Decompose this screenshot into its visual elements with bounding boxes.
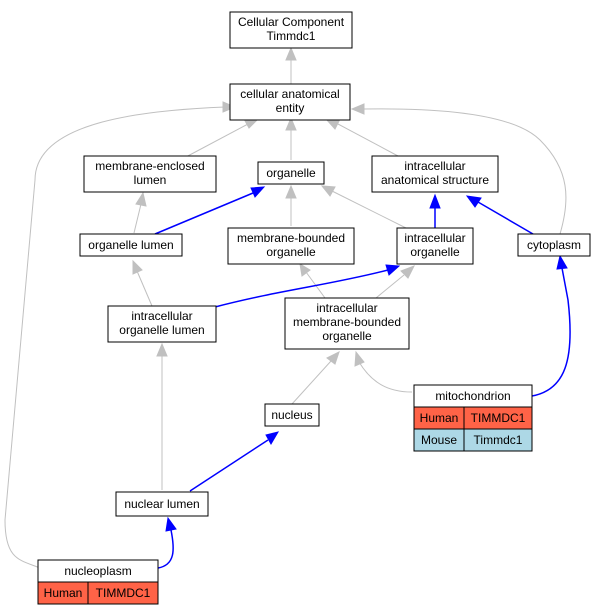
node-line: intracellular [131, 309, 192, 323]
node-cytoplasm[interactable]: cytoplasm [517, 233, 591, 257]
node-line: organelle lumen [119, 323, 204, 337]
node-nucleus[interactable]: nucleus [264, 403, 320, 427]
species-label: Human [420, 411, 459, 425]
edge-membrane-enclosed-lumen-to-cellular-anatomical-entity [183, 118, 260, 159]
node-line: organelle lumen [88, 238, 173, 252]
edge-organelle-to-cellular-anatomical-entity [285, 116, 297, 160]
node-line: Cellular Component [238, 15, 345, 29]
node-line: nuclear lumen [124, 497, 199, 511]
gene-cell-human: TIMMDC1 [463, 406, 533, 430]
species-cell-human: Human [413, 406, 465, 430]
node-line: membrane-enclosed [95, 159, 204, 173]
node-nuclear-lumen[interactable]: nuclear lumen [115, 491, 209, 517]
table-header-label: mitochondrion [435, 389, 510, 403]
node-membrane-bounded-organelle[interactable]: membrane-bounded organelle [227, 227, 355, 265]
node-cellular-anatomical-entity[interactable]: cellular anatomical entity [229, 83, 351, 121]
edge-membrane-bounded-organelle-to-organelle [285, 184, 297, 226]
edge-organelle-lumen-to-organelle-blue [154, 186, 266, 235]
edge-intracellular-organelle-to-intracellular-anatomical-structure-blue [429, 193, 441, 228]
gene-cell-mouse: Timmdc1 [463, 428, 533, 452]
node-intracellular-organelle-lumen[interactable]: intracellular organelle lumen [107, 305, 217, 343]
table-node-nucleoplasm[interactable]: nucleoplasm Human TIMMDC1 [37, 559, 159, 605]
node-line: intracellular [404, 231, 465, 245]
node-line: organelle [410, 245, 460, 259]
node-line: cytoplasm [527, 238, 581, 252]
gene-label: Timmdc1 [474, 433, 523, 447]
edge-nuclear-lumen-to-intracellular-organelle-lumen [156, 342, 168, 490]
edge-nucleoplasm-to-nuclear-lumen-blue [157, 516, 177, 569]
edge-cytoplasm-to-intracellular-anatomical-structure-blue [465, 195, 534, 235]
species-label: Mouse [421, 433, 457, 447]
node-intracellular-organelle[interactable]: intracellular organelle [396, 227, 474, 265]
edge-intracellular-membrane-bounded-organelle-to-intracellular-organelle [375, 265, 416, 299]
edge-organelle-lumen-to-membrane-enclosed-lumen [133, 191, 147, 234]
table-node-mitochondrion[interactable]: mitochondrion Human TIMMDC1 Mouse Timmdc… [413, 384, 533, 452]
edge-cytoplasm-to-cellular-anatomical-entity [350, 103, 567, 235]
node-line: Timmdc1 [267, 29, 316, 43]
node-membrane-enclosed-lumen[interactable]: membrane-enclosed lumen [83, 155, 217, 193]
node-line: cellular anatomical [240, 87, 339, 101]
table-header: mitochondrion [413, 384, 533, 408]
node-line: membrane-bounded [237, 231, 345, 245]
node-line: anatomical structure [381, 173, 489, 187]
table-header-label: nucleoplasm [64, 564, 131, 578]
gene-label: TIMMDC1 [96, 586, 151, 600]
edge-nucleoplasm-to-cellular-anatomical-entity [4, 101, 237, 569]
edge-intracellular-organelle-lumen-to-organelle-lumen [132, 259, 153, 307]
edge-cellular-anatomical-entity-to-cellular-component [285, 46, 297, 84]
node-cellular-component[interactable]: Cellular Component Timmdc1 [229, 11, 353, 49]
edge-mitochondrion-to-cytoplasm-blue [531, 254, 571, 397]
edge-intracellular-membrane-bounded-organelle-to-membrane-bounded-organelle [299, 263, 326, 299]
node-organelle-lumen[interactable]: organelle lumen [79, 233, 183, 257]
node-line: organelle [322, 329, 372, 343]
species-cell-human: Human [37, 581, 89, 605]
table-header: nucleoplasm [37, 559, 159, 583]
gene-label: TIMMDC1 [471, 411, 526, 425]
edge-intracellular-organelle-lumen-to-intracellular-organelle-blue [214, 264, 401, 308]
species-cell-mouse: Mouse [413, 428, 465, 452]
node-line: nucleus [271, 408, 312, 422]
node-intracellular-membrane-bounded-organelle[interactable]: intracellular membrane-bounded organelle [284, 297, 410, 350]
node-organelle[interactable]: organelle [257, 161, 325, 185]
node-line: intracellular [316, 301, 377, 315]
node-line: membrane-bounded [293, 315, 401, 329]
edge-nucleus-to-intracellular-membrane-bounded-organelle [291, 351, 340, 405]
node-line: lumen [134, 173, 167, 187]
edge-intracellular-organelle-to-organelle [320, 185, 411, 231]
node-line: organelle [266, 245, 316, 259]
node-line: organelle [266, 166, 316, 180]
node-intracellular-anatomical-structure[interactable]: intracellular anatomical structure [371, 155, 499, 193]
species-label: Human [44, 586, 83, 600]
edge-mitochondrion-to-intracellular-membrane-bounded-organelle [354, 350, 413, 393]
gene-cell-human: TIMMDC1 [87, 581, 159, 605]
edge-intracellular-anatomical-structure-to-cellular-anatomical-entity [324, 118, 399, 157]
node-line: intracellular [404, 159, 465, 173]
node-line: entity [276, 101, 305, 115]
edge-nuclear-lumen-to-nucleus-blue [189, 431, 280, 492]
